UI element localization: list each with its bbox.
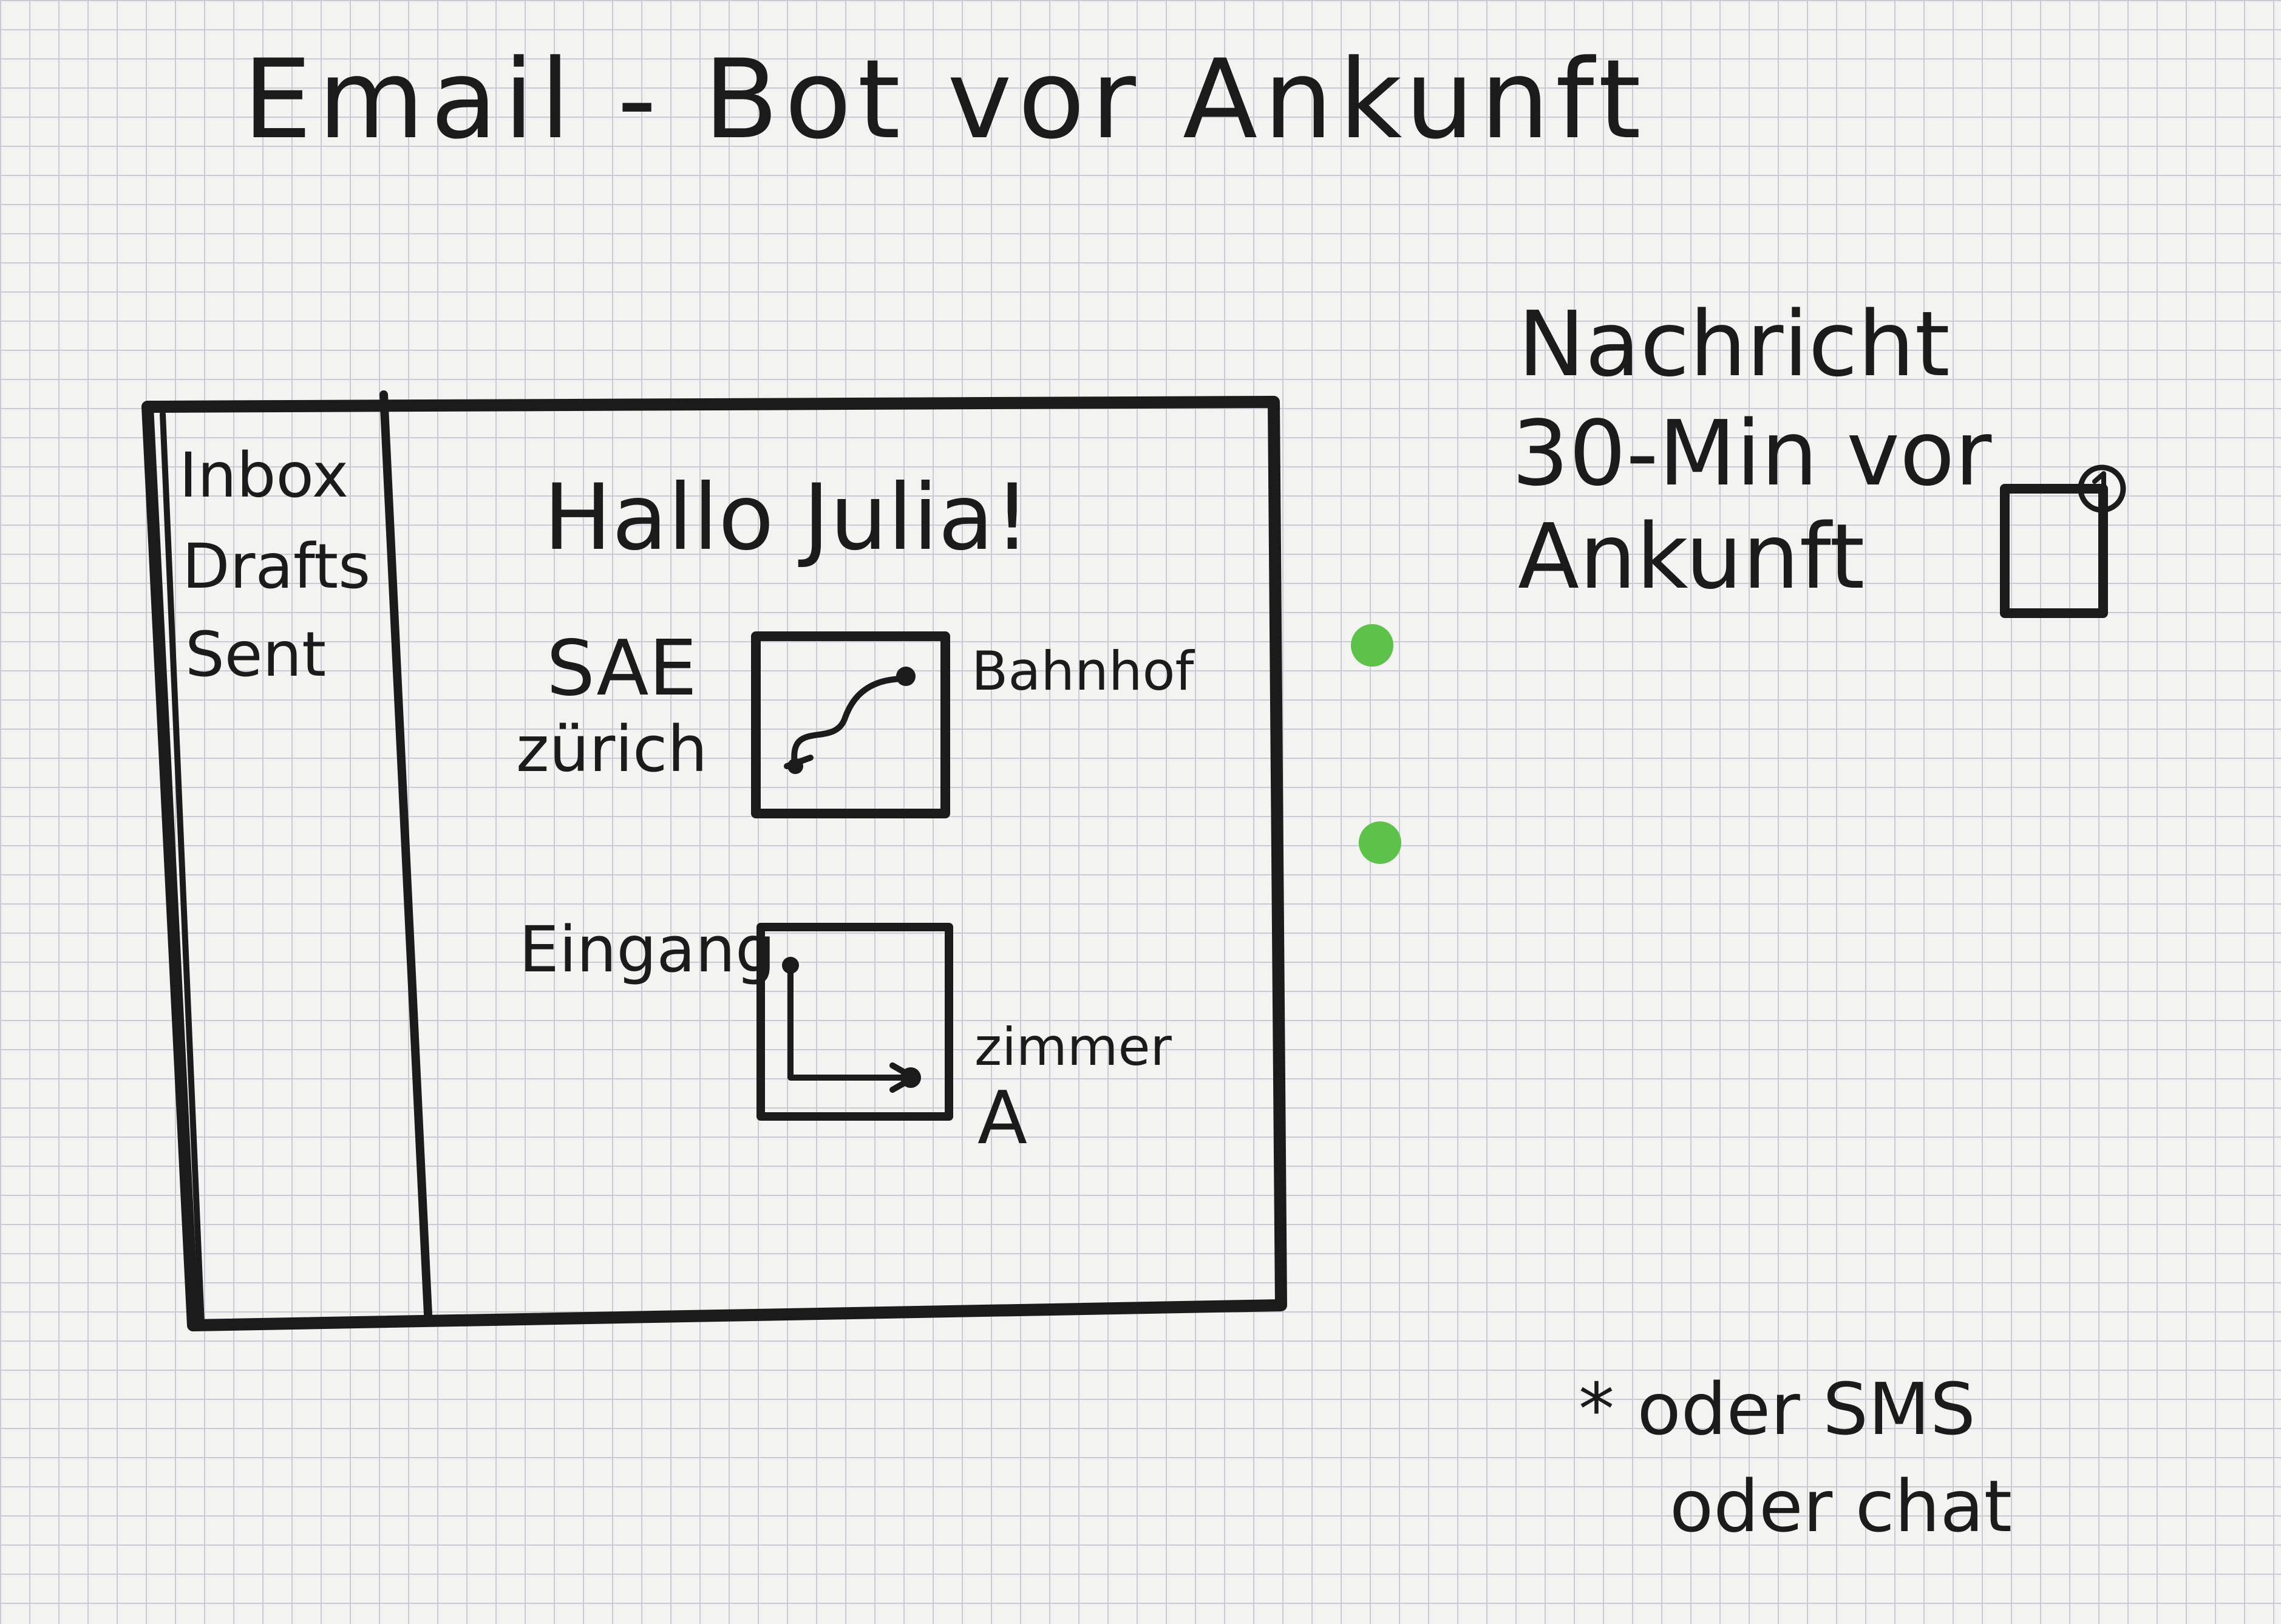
message-greeting: Hallo Julia! <box>543 465 1031 571</box>
sidebar-item-drafts[interactable]: Drafts <box>182 531 371 603</box>
page-title: Email - Bot vor Ankunft <box>243 36 1647 163</box>
route-destination-label: Bahnhof <box>971 640 1194 702</box>
floor-plan-icon <box>756 923 953 1121</box>
footnote-line: oder chat <box>1670 1464 2012 1548</box>
notification-badge <box>2092 471 2106 503</box>
notification-note-line: Ankunft <box>1518 505 1865 609</box>
route-origin-city-label: zürich <box>516 712 708 786</box>
sidebar-item-sent[interactable]: Sent <box>185 619 327 691</box>
notification-note-line: 30-Min vor <box>1512 401 1992 506</box>
green-marker-dot <box>1359 821 1401 864</box>
route-origin-label: SAE <box>546 623 698 713</box>
entrance-label: Eingang <box>519 912 776 987</box>
room-label: zimmer <box>974 1017 1172 1078</box>
notification-note-line: Nachricht <box>1518 292 1950 396</box>
phone-notification-icon <box>2000 464 2126 618</box>
sidebar-divider <box>379 390 432 1319</box>
route-map-icon <box>751 631 950 818</box>
footnote-line: * oder SMS <box>1579 1367 1976 1451</box>
room-letter-label: A <box>977 1076 1028 1161</box>
green-marker-dot <box>1351 624 1393 667</box>
sidebar-item-inbox[interactable]: Inbox <box>179 440 349 512</box>
